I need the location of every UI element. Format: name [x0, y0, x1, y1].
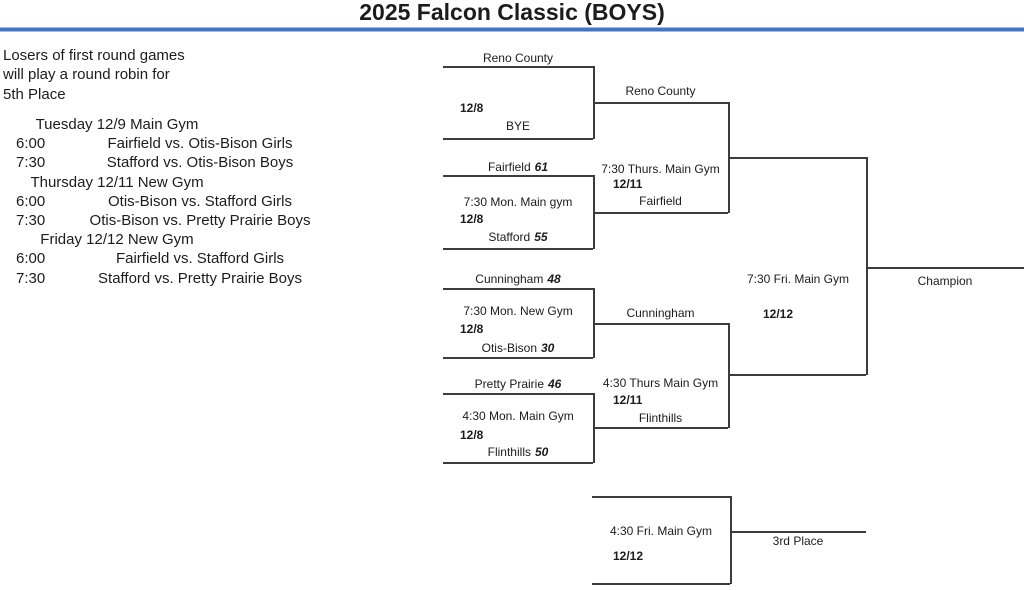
- game-date: 12/8: [460, 322, 484, 336]
- final-connector-line: [866, 157, 868, 375]
- winner-label: Cunningham: [626, 306, 695, 320]
- game1-winner-line: [593, 102, 728, 104]
- schedule-row: 7:30 Stafford vs. Otis-Bison Boys: [0, 154, 420, 173]
- schedule-matchup: Stafford vs. Otis-Bison Boys: [106, 154, 294, 172]
- game-date: 12/8: [460, 212, 484, 226]
- schedule-time: 6:00: [16, 250, 46, 268]
- schedule-time: 7:30: [16, 211, 46, 229]
- schedule-matchup: Stafford vs. Pretty Prairie Boys: [98, 269, 302, 287]
- team-name: Reno County: [482, 51, 554, 65]
- thirdplace-bottom-line: [592, 583, 730, 585]
- game2-top-line: [443, 175, 593, 177]
- team-score: 50: [534, 445, 549, 459]
- title-rule: [0, 27, 1024, 32]
- game1-bottom-line: [443, 138, 593, 140]
- thirdplace-winner-line: [730, 531, 866, 533]
- schedule-header: Thursday 12/11 New Gym: [30, 173, 204, 191]
- team-name: Pretty Prairie: [474, 377, 544, 391]
- schedule-time: 7:30: [16, 154, 46, 172]
- schedule-matchup: Fairfield vs. Stafford Girls: [115, 250, 285, 268]
- note-line: will play a round robin for: [3, 66, 170, 84]
- game-info: 7:30 Fri. Main Gym: [746, 272, 850, 286]
- schedule-time: 7:30: [16, 269, 46, 287]
- team-name: Cunningham: [475, 272, 544, 286]
- champion-label: Champion: [917, 274, 973, 288]
- winner-label: Fairfield: [639, 194, 682, 208]
- schedule-row: 6:00 Fairfield vs. Otis-Bison Girls: [0, 135, 420, 154]
- schedule-row: 7:30 Otis-Bison vs. Pretty Prairie Boys: [0, 212, 420, 231]
- winner-label: Reno County: [625, 84, 696, 98]
- game3-top-line: [443, 288, 593, 290]
- game-info: 4:30 Fri. Main Gym: [609, 524, 713, 538]
- schedule-row: 7:30 Stafford vs. Pretty Prairie Boys: [0, 270, 420, 289]
- game-date: 12/12: [613, 549, 644, 563]
- semifinal2-winner-line: [728, 374, 866, 376]
- game-date: 12/8: [460, 101, 484, 115]
- team-name: Otis-Bison: [481, 341, 537, 355]
- game-info: 7:30 Thurs. Main Gym: [601, 162, 720, 176]
- schedule-matchup: Otis-Bison vs. Stafford Girls: [108, 192, 292, 210]
- page-title: 2025 Falcon Classic (BOYS): [359, 0, 665, 25]
- game-info: 4:30 Thurs Main Gym: [602, 376, 719, 390]
- team-name: Flinthills: [487, 445, 531, 459]
- team-score: 30: [541, 341, 555, 355]
- winner-label: Flinthills: [638, 411, 683, 425]
- schedule-time: 6:00: [16, 192, 46, 210]
- thirdplace-connector-line: [730, 496, 732, 584]
- game3-winner-line: [593, 323, 728, 325]
- schedule-row: Friday 12/12 New Gym: [0, 231, 420, 250]
- game3-bottom-line: [443, 357, 593, 359]
- game-date: 12/8: [460, 428, 484, 442]
- game-info: 7:30 Mon. Main gym: [463, 195, 573, 209]
- team-label: Reno County: [443, 51, 593, 65]
- thirdplace-top-line: [592, 496, 730, 498]
- note-line: 5th Place: [3, 85, 66, 103]
- semifinal1-winner-line: [728, 157, 866, 159]
- game-date: 12/11: [613, 393, 643, 407]
- champion-line: [866, 267, 1024, 269]
- team-score: 55: [534, 230, 548, 244]
- schedule-header: Friday 12/12 New Gym: [40, 231, 194, 249]
- game2-bottom-line: [443, 248, 593, 250]
- schedule-matchup: Fairfield vs. Otis-Bison Girls: [107, 135, 293, 153]
- schedule-row: Thursday 12/11 New Gym: [0, 174, 420, 193]
- semifinal2-connector-line: [728, 323, 730, 428]
- notes-block: Losers of first round games will play a …: [3, 46, 185, 104]
- game-info: 4:30 Mon. Main Gym: [462, 409, 574, 423]
- schedule-row: Tuesday 12/9 Main Gym: [0, 116, 420, 135]
- team-score: 46: [548, 377, 562, 391]
- schedule-time: 6:00: [16, 135, 46, 153]
- game-date: 12/11: [613, 177, 643, 191]
- game4-top-line: [443, 393, 593, 395]
- team-name: Fairfield: [487, 160, 531, 174]
- schedule-matchup: Otis-Bison vs. Pretty Prairie Boys: [89, 211, 311, 229]
- team-label: Pretty Prairie 46: [443, 377, 593, 391]
- game1-top-line: [443, 66, 593, 68]
- team-name: Stafford: [488, 230, 531, 244]
- game4-winner-line: [593, 427, 728, 429]
- note-line: Losers of first round games: [3, 47, 185, 64]
- game4-bottom-line: [443, 462, 593, 464]
- schedule-row: 6:00 Otis-Bison vs. Stafford Girls: [0, 193, 420, 212]
- thirdplace-label: 3rd Place: [772, 534, 824, 548]
- game2-winner-line: [593, 212, 728, 214]
- game-info: 7:30 Mon. New Gym: [463, 304, 573, 318]
- team-name: BYE: [505, 119, 530, 133]
- schedule-block: Tuesday 12/9 Main Gym 6:00 Fairfield vs.…: [0, 116, 420, 289]
- schedule-row: 6:00 Fairfield vs. Stafford Girls: [0, 250, 420, 269]
- game-date: 12/12: [763, 307, 794, 321]
- schedule-header: Tuesday 12/9 Main Gym: [35, 116, 199, 133]
- team-label: Otis-Bison 30: [443, 341, 593, 355]
- team-score: 48: [547, 272, 561, 286]
- team-label: BYE: [443, 119, 593, 133]
- team-score: 61: [534, 160, 549, 174]
